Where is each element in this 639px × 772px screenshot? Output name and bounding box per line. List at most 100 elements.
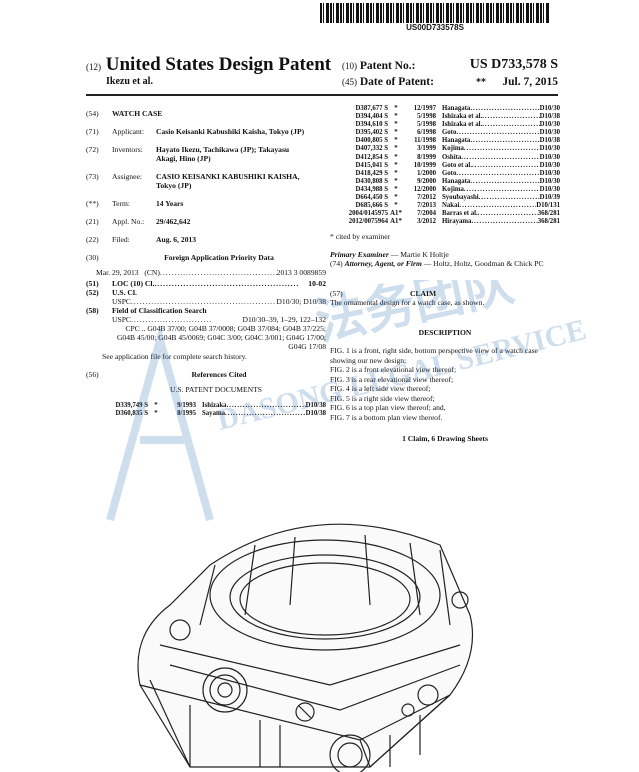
- field-value: WATCH CASE: [112, 109, 163, 118]
- field-label: Filed:: [112, 235, 130, 244]
- ref-name: Hanagata: [442, 137, 471, 145]
- leader-dots: ........................................…: [456, 129, 540, 137]
- ref-marker: *: [394, 161, 398, 169]
- patent-number: US D733,578 S: [469, 57, 558, 72]
- uscl-value: D10/30; D10/38: [276, 297, 326, 306]
- ref-number: D394,404 S: [355, 113, 388, 121]
- ref-marker: *: [154, 402, 158, 409]
- claims-summary: 1 Claim, 6 Drawing Sheets: [402, 434, 488, 444]
- ref-date: 7/2013: [417, 202, 436, 210]
- uspc-label: USPC: [112, 297, 131, 306]
- ref-number: D360,835 S: [115, 410, 148, 418]
- priority-number: 2013 3 0089859: [276, 268, 326, 277]
- ref-marker: *: [394, 194, 398, 202]
- field-row: (54) WATCH CASE: [86, 109, 326, 118]
- field-row: (73)Assignee:CASIO KEISANKI KABUSHIKI KA…: [86, 172, 326, 190]
- attorney-label: Attorney, Agent, or Firm: [344, 259, 422, 269]
- ref-number: D339,749 S: [115, 402, 148, 409]
- ref-marker: *: [394, 137, 398, 145]
- code-45: (45): [342, 77, 357, 87]
- ref-number: D400,805 S: [355, 137, 388, 145]
- field-code: (22): [86, 235, 99, 244]
- cpc-value: CPC .. G04B 37/00; G04B 37/0008; G04B 37…: [116, 324, 326, 351]
- leader-dots: ........................................…: [471, 218, 537, 226]
- search-note: See application file for complete search…: [102, 352, 247, 361]
- header-rule: [86, 94, 558, 96]
- title-text: United States Design Patent: [105, 54, 332, 75]
- leader-dots: ........................................…: [225, 410, 306, 418]
- field-row: (71)Applicant:Casio Keisanki Kabushiki K…: [86, 127, 326, 136]
- ref-name: Ishizaka et al.: [442, 113, 483, 121]
- ref-name: Goto: [442, 169, 457, 177]
- ref-number: D394,610 S: [355, 121, 388, 129]
- leader-dots: ........................................…: [477, 210, 538, 218]
- description-line: FIG. 3 is a rear elevational view thereo…: [330, 374, 454, 384]
- code: (51): [86, 279, 99, 288]
- ref-class: D10/131: [536, 202, 560, 210]
- ref-number: 2004/0145975: [348, 210, 388, 218]
- ref-date: 5/1998: [417, 121, 436, 129]
- ref-class: D10/38: [539, 113, 560, 121]
- leader-dots: ........................................…: [459, 202, 536, 210]
- ref-class: D10/30: [539, 129, 560, 137]
- field-row: (72)Inventors:Hayato Ikezu, Tachikawa (J…: [86, 145, 326, 163]
- claim-heading: CLAIM: [410, 288, 437, 298]
- left-column: (54) WATCH CASE (71)Applicant:Casio Keisan…: [86, 109, 326, 418]
- field-code: (73): [86, 172, 99, 181]
- claim-text: The ornamental design for a watch case, …: [330, 298, 485, 308]
- priority-row: Mar. 29, 2013 (CN)......................…: [86, 268, 326, 277]
- field-code: (71): [86, 127, 99, 136]
- ref-date: 12/1997: [413, 105, 436, 112]
- ref-marker: *: [394, 105, 398, 112]
- leader-dots: ........................................…: [131, 297, 276, 306]
- ref-class: D10/39: [539, 194, 560, 202]
- ref-date: 3/1999: [417, 145, 436, 153]
- ref-name: Ishizaka et al.: [442, 121, 483, 129]
- code: (30): [86, 253, 99, 262]
- ref-name: Hirayama: [442, 218, 472, 226]
- priority-heading: Foreign Application Priority Data: [164, 253, 274, 262]
- patent-no-label-text: Patent No.:: [359, 60, 416, 72]
- code: (52): [86, 288, 99, 297]
- field-code: (54): [86, 109, 99, 118]
- barcode: [320, 3, 550, 23]
- field-value: Casio Keisanki Kabushiki Kaisha, Tokyo (…: [156, 127, 305, 136]
- ref-marker: *: [394, 153, 398, 161]
- date-label-text: Date of Patent:: [359, 76, 434, 88]
- ref-number: D412,854 S: [355, 153, 388, 161]
- uscl-label: U.S. Cl.: [112, 288, 137, 297]
- leader-dots: ........................................…: [154, 279, 300, 288]
- description-heading: DESCRIPTION: [418, 327, 472, 337]
- watch-case-drawing: [137, 523, 474, 772]
- patent-no-label: (10) Patent No.:: [342, 60, 415, 72]
- search-heading: Field of Classification Search: [112, 306, 207, 315]
- references-heading: References Cited: [191, 370, 247, 379]
- leader-dots: ........................................…: [482, 113, 540, 121]
- ref-class: D10/38: [305, 402, 326, 409]
- ref-class: D10/30: [539, 177, 560, 185]
- leader-dots: ........................................…: [159, 268, 277, 277]
- ref-name: Goto et al.: [442, 161, 473, 169]
- attorney-name: — Holtz, Holtz, Goodman & Chick PC: [423, 259, 544, 269]
- ref-name: Oshita: [442, 153, 462, 161]
- ref-class: D10/38: [539, 137, 560, 145]
- field-label: Appl. No.:: [112, 217, 145, 226]
- ref-number: D418,429 S: [355, 169, 388, 177]
- cited-note: * cited by examiner: [330, 232, 391, 242]
- code: (56): [86, 370, 99, 379]
- field-label: Inventors:: [112, 145, 143, 154]
- leader-dots: ........................................…: [461, 153, 540, 161]
- leader-dots: ........................................…: [226, 402, 306, 409]
